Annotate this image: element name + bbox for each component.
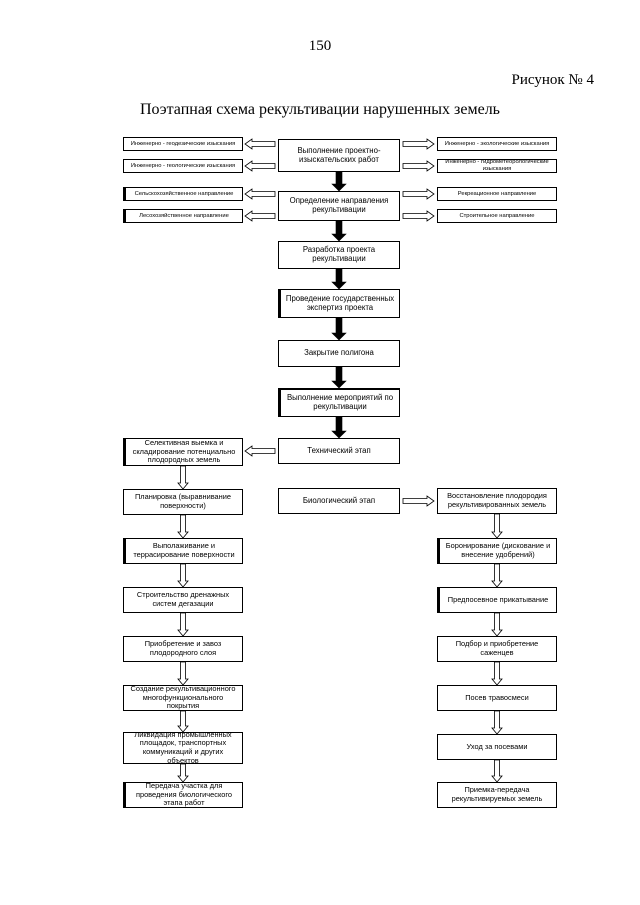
side-arrow bbox=[244, 188, 276, 200]
main-step-landfill-closure: Закрытие полигона bbox=[278, 340, 400, 367]
column-arrow bbox=[491, 759, 503, 783]
direction-forestry: Лесохозяйственное направление bbox=[123, 209, 243, 223]
column-arrow bbox=[177, 661, 189, 686]
tech-step-selective-excavation: Селективная выемка и складирование потен… bbox=[123, 438, 243, 466]
side-arrow bbox=[244, 445, 276, 457]
direction-agricultural: Сельскохозяйственное направление bbox=[123, 187, 243, 201]
bio-step-sowing: Посев травосмеси bbox=[437, 685, 557, 711]
tech-step-handover: Передача участка для проведения биологич… bbox=[123, 782, 243, 808]
side-arrow bbox=[402, 160, 435, 172]
main-flow-arrow bbox=[331, 171, 347, 192]
page-number: 150 bbox=[308, 38, 332, 54]
column-arrow bbox=[491, 513, 503, 539]
column-arrow bbox=[491, 612, 503, 637]
side-arrow bbox=[402, 188, 435, 200]
side-arrows bbox=[244, 138, 435, 507]
column-arrow bbox=[491, 710, 503, 735]
column-arrow bbox=[177, 563, 189, 588]
main-flow-arrow bbox=[331, 366, 347, 389]
main-step-biological: Биологический этап bbox=[278, 488, 400, 514]
tech-step-leveling: Планировка (выравнивание поверхности) bbox=[123, 489, 243, 515]
direction-construction: Строительное направление bbox=[437, 209, 557, 223]
main-step-technical: Технический этап bbox=[278, 438, 400, 464]
column-arrow bbox=[177, 710, 189, 733]
bio-step-seedlings: Подбор и приобретение саженцев bbox=[437, 636, 557, 662]
side-arrow bbox=[244, 138, 276, 150]
bio-step-acceptance: Приемка-передача рекультивируемых земель bbox=[437, 782, 557, 808]
column-arrow bbox=[177, 465, 189, 490]
survey-geodetic: Инженерно - геодезические изыскания bbox=[123, 137, 243, 151]
survey-hydrometeorological: Инженерно - гидрометеорологические изыск… bbox=[437, 159, 557, 173]
tech-step-drainage: Строительство дренажных систем дегазации bbox=[123, 587, 243, 613]
bio-step-rolling: Предпосевное прикатывание bbox=[437, 587, 557, 613]
column-arrow bbox=[491, 661, 503, 686]
column-arrow bbox=[491, 563, 503, 588]
bio-step-care: Уход за посевами bbox=[437, 734, 557, 760]
main-step-measures: Выполнение мероприятий по рекультивации bbox=[278, 388, 400, 417]
main-step-direction: Определение направления рекультивации bbox=[278, 191, 400, 221]
tech-step-terracing: Выполаживание и террасирование поверхнос… bbox=[123, 538, 243, 564]
main-flow-arrows bbox=[331, 171, 347, 439]
side-arrow bbox=[402, 210, 435, 222]
tech-step-fertile-layer: Приобретение и завоз плодородного слоя bbox=[123, 636, 243, 662]
side-arrow bbox=[244, 210, 276, 222]
side-arrow bbox=[244, 160, 276, 172]
column-arrow bbox=[177, 763, 189, 783]
diagram-title: Поэтапная схема рекультивации нарушенных… bbox=[140, 101, 500, 118]
column-arrow bbox=[177, 612, 189, 637]
tech-step-liquidation: Ликвидация промышленных площадок, трансп… bbox=[123, 732, 243, 764]
main-flow-arrow bbox=[331, 317, 347, 341]
tech-step-coating: Создание рекультивационного многофункцио… bbox=[123, 685, 243, 711]
main-step-expertise: Проведение государственных экспертиз про… bbox=[278, 289, 400, 318]
column-arrows bbox=[177, 465, 503, 783]
column-arrow bbox=[177, 514, 189, 539]
side-arrow bbox=[402, 495, 435, 507]
main-flow-arrow bbox=[331, 268, 347, 290]
bio-step-harrowing: Боронирование (дискование и внесение удо… bbox=[437, 538, 557, 564]
main-step-survey-works: Выполнение проектно-изыскательских работ bbox=[278, 139, 400, 172]
main-flow-arrow bbox=[331, 220, 347, 242]
figure-label: Рисунок № 4 bbox=[511, 72, 594, 88]
survey-ecological: Инженерно - экологические изыскания bbox=[437, 137, 557, 151]
survey-geological: Инженерно - геологические изыскания bbox=[123, 159, 243, 173]
direction-recreational: Рекреационное направление bbox=[437, 187, 557, 201]
main-flow-arrow bbox=[331, 416, 347, 439]
bio-step-fertility-restoration: Восстановление плодородия рекультивирова… bbox=[437, 488, 557, 514]
main-step-project: Разработка проекта рекультивации bbox=[278, 241, 400, 269]
side-arrow bbox=[402, 138, 435, 150]
